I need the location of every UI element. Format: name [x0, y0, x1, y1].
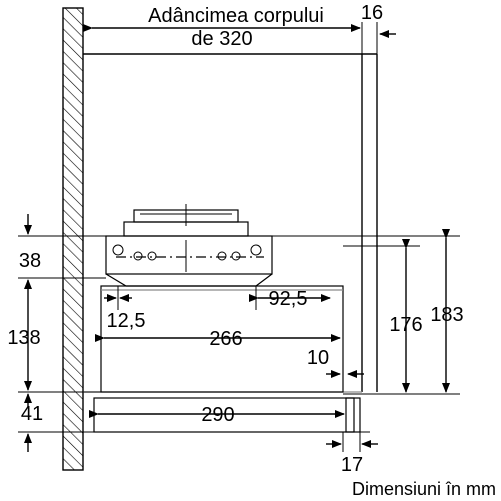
dim-12-5-label: 12,5: [107, 310, 146, 332]
dim-38-label: 38: [19, 250, 41, 272]
dim-92-5-label: 92,5: [269, 288, 308, 310]
wall: [62, 7, 84, 471]
hood-bracket: [105, 235, 273, 287]
cabinet-depth-label-line2: de 320: [191, 28, 252, 50]
exhaust-fan: [123, 204, 249, 237]
dim-176-label: 176: [389, 314, 422, 336]
dim-17-label: 17: [341, 454, 363, 476]
dim-10-label: 10: [307, 347, 329, 369]
dim-266-label: 266: [209, 328, 242, 350]
units-note: Dimensiuni în mm: [352, 479, 496, 499]
dim-183-label: 183: [430, 304, 463, 326]
dim-290-label: 290: [201, 404, 234, 426]
dim-16-label: 16: [361, 2, 383, 24]
cabinet-depth-label-line1: Adâncimea corpului: [148, 5, 324, 27]
extension-lines: [18, 22, 460, 452]
dim-41-label: 41: [21, 403, 43, 425]
dim-138-label: 138: [7, 327, 40, 349]
